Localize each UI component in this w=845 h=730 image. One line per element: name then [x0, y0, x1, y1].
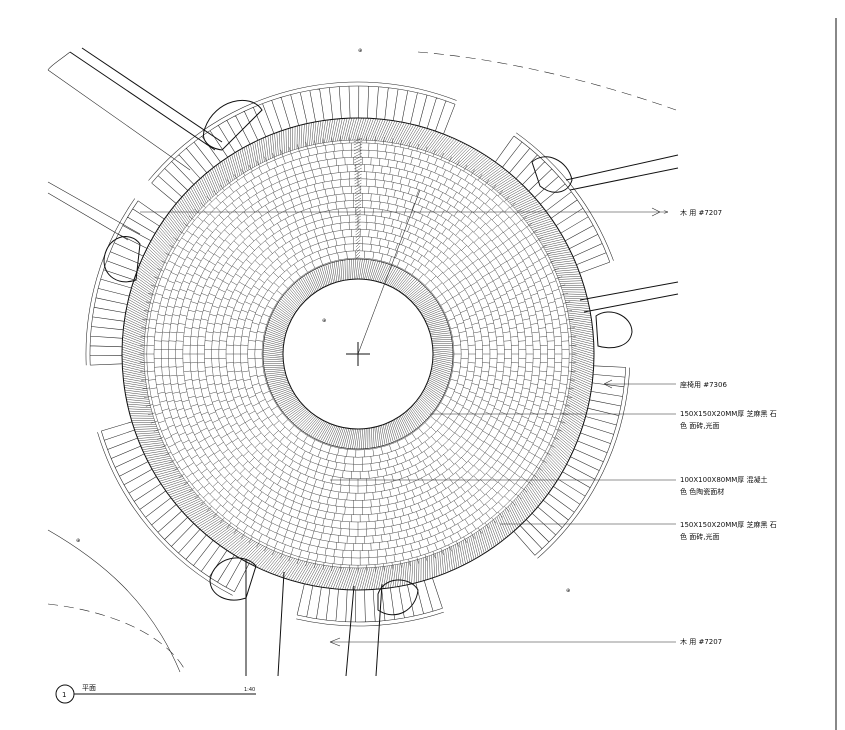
callout-middle-ring-2: 色 色陶瓷面材 — [680, 487, 724, 496]
callout-top: 木 用 #7207 — [680, 208, 722, 217]
tree-mark: ⊕ — [358, 48, 362, 54]
bench-slats — [85, 81, 630, 627]
callout-outer-ring-2: 色 面砖,光面 — [680, 532, 719, 541]
drawing-title: 平面 — [82, 684, 96, 692]
tree-mark: ⊕ — [566, 588, 570, 594]
outer-bench-ring — [85, 81, 630, 627]
title-block: 1 平面 1:40 — [55, 684, 256, 704]
lawn-edge-left — [47, 529, 181, 673]
inner-ring-edge — [262, 258, 454, 450]
dashed-boundary-bottom-left — [47, 603, 187, 673]
center-mark — [346, 189, 421, 366]
outer-hatch-lines — [121, 117, 595, 591]
radial-hatch-lines — [353, 137, 363, 260]
paver-joints — [139, 135, 577, 573]
callout-inner-ring-1: 150X150X20MM厚 芝麻黑 石 — [680, 409, 777, 418]
path-upper-right — [565, 154, 679, 313]
callout-outer-ring-1: 150X150X20MM厚 芝麻黑 石 — [680, 520, 777, 529]
radial-hatched-band — [353, 137, 363, 260]
drawing-number: 1 — [62, 691, 66, 699]
leader-mid-arrow — [603, 379, 613, 389]
paver-field — [139, 135, 577, 573]
callout-middle-ring-1: 100X100X80MM厚 混凝土 — [680, 475, 768, 484]
dashed-boundary-top — [417, 51, 677, 111]
callout-bench: 座椅用 #7306 — [680, 380, 727, 389]
outer-hatched-ring — [121, 117, 595, 591]
path-bottom — [245, 560, 383, 677]
tree-mark: ⊕ — [322, 318, 326, 324]
inner-hatch-lines — [262, 258, 454, 450]
tree-mark: ⊕ — [76, 538, 80, 544]
drawing-scale: 1:40 — [244, 687, 255, 693]
leader-top-tail — [651, 207, 661, 217]
planter-circle — [282, 278, 434, 430]
callout-bottom: 木 用 #7207 — [680, 637, 722, 646]
path-upper-left — [47, 47, 223, 241]
leader-bottom-arrow — [329, 637, 341, 647]
bench-caps — [103, 99, 633, 616]
inner-hatched-ring — [262, 258, 454, 450]
plaza-outer-edge — [121, 117, 595, 591]
callout-inner-ring-2: 色 面砖,光面 — [680, 421, 719, 430]
